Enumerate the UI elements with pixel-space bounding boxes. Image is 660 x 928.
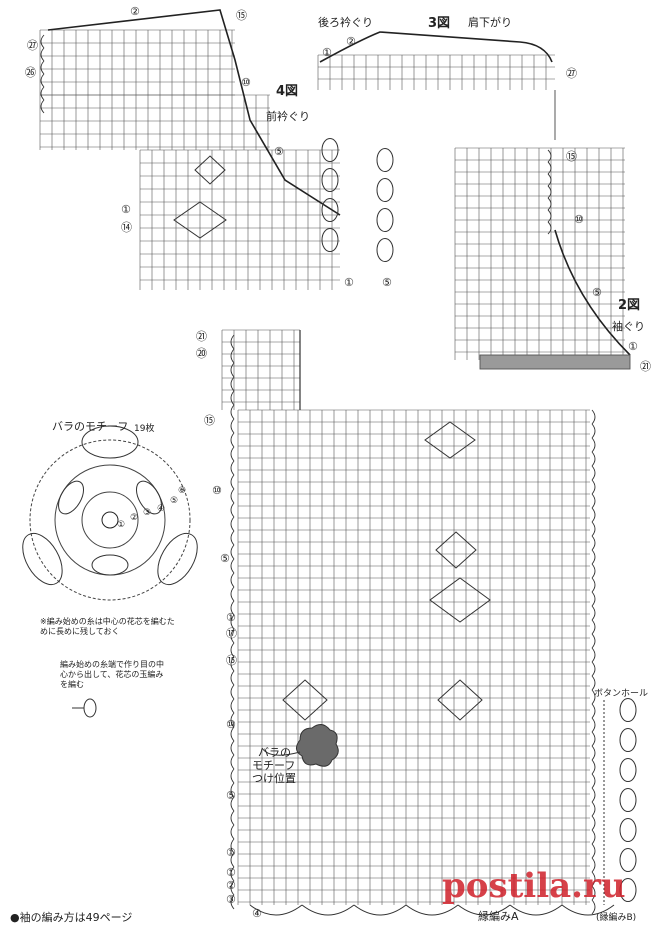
fig4-diamond-2 (173, 201, 227, 239)
rose-num-5: ⑤ (170, 496, 179, 506)
body-row-17: ⑰ (226, 627, 237, 640)
body-right-edge (591, 409, 596, 915)
buttonhole-label: ボタンホール (594, 689, 649, 699)
rose-motif-placement (296, 724, 339, 767)
figure4-bottom-5: ⑤ (382, 276, 392, 289)
rose-motif-chart (22, 425, 198, 601)
body-diamond-5 (282, 679, 328, 721)
body-diamond-3 (429, 577, 491, 623)
rose-num-3: ③ (143, 508, 152, 518)
figure2-row-5: ⑤ (592, 286, 602, 299)
figure2-row-21: ㉑ (640, 360, 651, 373)
body-diamond-1 (424, 421, 476, 459)
figure4-row-1: ① (121, 203, 131, 216)
figure4-edging-b (376, 147, 394, 263)
figure3-grid (317, 54, 555, 90)
rose-note-1: ※編み始めの糸は中心の花芯を編むために長めに残しておく (40, 617, 175, 636)
figure2-subtitle: 袖ぐり (612, 320, 645, 333)
body-upper-grid (221, 329, 300, 410)
figure4-left-edge (40, 34, 45, 114)
bottom-edging-a (249, 904, 615, 916)
body-row-1a: ① (226, 611, 236, 624)
body-row-20: ⑳ (196, 347, 207, 360)
sleeve-instructions-footer: ●袖の編み方は49ページ (10, 911, 133, 924)
body-row-15b: ⑮ (226, 654, 237, 667)
watermark: postila.ru (442, 866, 626, 906)
body-edging-b (619, 697, 637, 903)
body-diamond-4 (437, 679, 483, 721)
figure4-grid-mid (39, 94, 270, 150)
figure4-row-15: ⑮ (236, 9, 247, 22)
rose-num-4: ④ (157, 504, 166, 514)
body-row-10a: ⑩ (212, 484, 222, 497)
figure4-row-14: ⑭ (121, 221, 132, 234)
figure3-title: 3図 (428, 16, 451, 31)
rose-num-1: ① (117, 520, 126, 530)
body-left-edge (230, 334, 235, 910)
body-main-grid (237, 409, 590, 905)
edging-a-label: 縁編みA (478, 910, 519, 923)
figure3-shoulder-edge (319, 31, 553, 63)
figure2-grid (454, 147, 625, 360)
figure4-row-5: ⑤ (274, 145, 284, 158)
fig4-diamond-1 (194, 155, 226, 185)
figure2-row-1: ① (628, 340, 638, 353)
body-row-1b: ① (226, 846, 236, 859)
figure4-subtitle: 前衿ぐり (266, 110, 310, 123)
edging-b-label: (縁編みB) (596, 913, 637, 923)
body-row-3: ③ (226, 893, 236, 906)
body-row-5b: ⑤ (226, 789, 236, 802)
figure2-right-edge (547, 149, 552, 235)
body-row-10b: ⑩ (226, 718, 236, 731)
figure4-row-2: ② (130, 5, 140, 18)
body-row-1c: ① (226, 866, 236, 879)
motif-position-note-2: モチーフ (252, 759, 296, 772)
figure3-row-27: ㉗ (566, 67, 577, 80)
figure4-row-27: ㉗ (27, 39, 38, 52)
figure2-row-10: ⑩ (574, 213, 584, 226)
figure2-row-15: ⑮ (566, 150, 577, 163)
figure3-neck-label: 後ろ衿ぐり (318, 16, 373, 29)
figure4-row-26: ㉖ (25, 66, 36, 79)
motif-position-note-1: バラの (258, 746, 291, 759)
rose-num-2: ② (130, 513, 139, 523)
figure2-title: 2図 (618, 298, 641, 313)
rose-note-2: 編み始めの糸端で作り目の中心から出して、花芯の玉編みを編む (60, 660, 164, 689)
figure4-grid-lower (139, 149, 340, 290)
figure4-neck-edge (47, 9, 341, 216)
figure4-bottom-1: ① (344, 276, 354, 289)
body-row-15a: ⑮ (204, 414, 215, 427)
rose-num-6: ⑥ (178, 486, 187, 496)
figure3-subtitle: 肩下がり (468, 16, 512, 29)
figure4-row-10: ⑩ (241, 76, 251, 89)
figure4-edging-a (321, 137, 339, 253)
figure3-row-2: ② (346, 35, 356, 48)
rose-motif-count: 19枚 (134, 424, 155, 434)
rose-motif-pointer (261, 747, 301, 756)
body-row-4: ④ (252, 907, 262, 920)
body-row-2: ② (226, 879, 236, 892)
figure2-armhole-edge (554, 229, 631, 356)
motif-position-note-3: つけ位置 (252, 772, 296, 785)
figure4-grid-top (39, 29, 235, 96)
center-bobble-illustration (83, 698, 97, 718)
figure2-shaded-band (479, 354, 631, 370)
body-diamond-2 (435, 531, 477, 569)
body-row-21: ㉑ (196, 330, 207, 343)
figure4-title: 4図 (276, 84, 299, 99)
rose-motif-title: バラのモチーフ (52, 420, 129, 433)
figure3-row-1: ① (322, 46, 332, 59)
body-row-5a: ⑤ (220, 552, 230, 565)
